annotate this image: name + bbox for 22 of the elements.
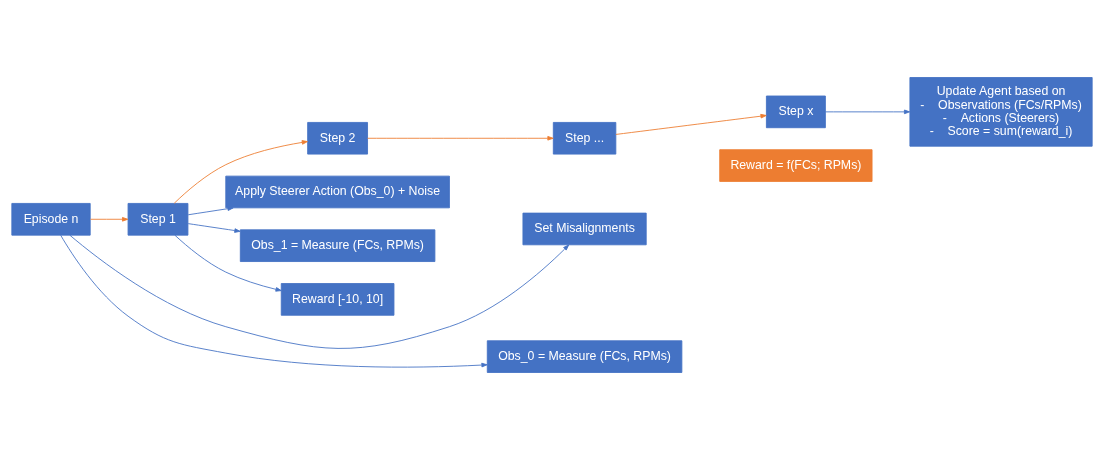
node-box: Reward [-10, 10] [280,282,395,316]
node-box: Step x [765,95,826,128]
arrow [90,216,129,222]
node-box: Step 2 [307,121,368,155]
node-box: Apply Steerer Action (Obs_0) + Noise [225,175,450,208]
arrow [187,205,234,215]
node-box: Obs_0 = Measure (FCs, RPMs) [486,339,683,373]
arrow [60,234,488,368]
node-box: Obs_1 = Measure (FCs, RPMs) [239,228,436,262]
arrow [69,234,570,349]
node-box: Reward = f(FCs; RPMs) [719,148,873,182]
arrow [187,222,241,233]
node-box: Update Agent based on - Observations (FCs/RPMs) - Actions (Steerers) - Score = sum(reward_i) [909,76,1093,147]
node-box: Episode n [11,202,91,236]
arrow [615,113,767,135]
node-box: Step 1 [127,202,189,236]
node-box: Step ... [552,121,617,155]
node-box: Set Misalignments [522,212,647,245]
arrow [174,234,282,292]
arrow [173,139,308,204]
arrow [367,135,554,141]
arrow [825,109,911,114]
